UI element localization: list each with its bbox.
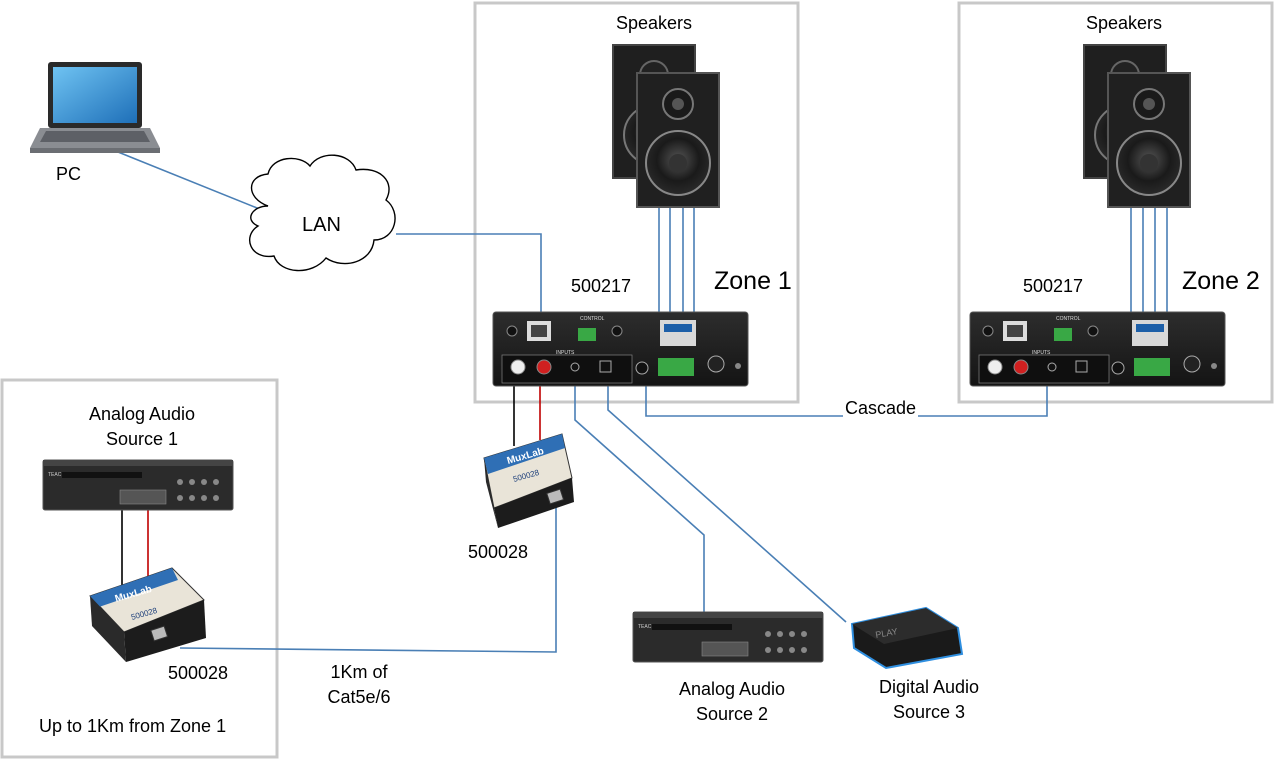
amp2-control-label: CONTROL	[1056, 316, 1081, 322]
zone1-label: Zone 1	[714, 267, 792, 295]
source1-label-line2: Source 1	[105, 429, 179, 449]
zone2-frame	[957, 1, 1274, 404]
cable-label-line1: 1Km of	[330, 662, 388, 682]
lan-cloud-icon	[249, 154, 396, 272]
lan-label: LAN	[302, 214, 341, 236]
streamer-brand: PLAY	[875, 626, 899, 640]
pc-label: PC	[56, 164, 82, 184]
amplifier-zone2-icon: CONTROL INPUTS	[969, 311, 1226, 387]
cd-player-source1-icon: TEAC	[42, 459, 234, 511]
cable-label-line2: Cat5e/6	[327, 687, 391, 707]
source2-label-line2: Source 2	[695, 704, 769, 724]
source3-label-line1: Digital Audio	[878, 677, 980, 697]
cat5-link	[179, 505, 557, 653]
model-zone2-label: 500217	[1023, 276, 1084, 296]
amp1-control-label: CONTROL	[580, 316, 605, 322]
remote-site-frame	[0, 378, 279, 759]
speakers-zone2-label: Speakers	[1085, 13, 1163, 33]
source3-label-line2: Source 3	[892, 702, 966, 722]
speakers-zone2-icon	[1083, 44, 1191, 208]
zone2-label: Zone 2	[1182, 267, 1260, 295]
zone1-frame	[473, 1, 800, 404]
lan-amp-link	[396, 233, 542, 322]
cd-player-source2-icon: TEAC	[632, 611, 824, 663]
source1-label-line1: Analog Audio	[88, 404, 196, 424]
laptop-icon	[30, 62, 160, 153]
player2-brand: TEAC	[638, 624, 652, 630]
source2-audio-link	[574, 370, 705, 612]
balun-local-label: 500028	[468, 542, 529, 562]
source2-label-line1: Analog Audio	[678, 679, 786, 699]
cascade-label: Cascade	[843, 396, 919, 421]
player1-brand: TEAC	[48, 472, 62, 478]
speakers-zone1-label: Speakers	[615, 13, 693, 33]
balun-local-icon: MuxLab 500028	[483, 433, 574, 528]
amp2-inputs-label: INPUTS	[1032, 350, 1051, 356]
source3-optical-link	[607, 370, 847, 623]
balun-remote-icon: MuxLab 500028	[89, 567, 206, 662]
pc-lan-link	[117, 151, 263, 211]
amp1-inputs-label: INPUTS	[556, 350, 575, 356]
streamer-source3-icon: PLAY	[850, 606, 964, 670]
model-zone1-label: 500217	[571, 276, 632, 296]
speakers-zone1-icon	[612, 44, 720, 208]
amplifier-zone1-icon: CONTROL INPUTS	[492, 311, 749, 387]
remote-note-label: Up to 1Km from Zone 1	[39, 716, 227, 736]
balun-remote-label: 500028	[168, 663, 229, 683]
